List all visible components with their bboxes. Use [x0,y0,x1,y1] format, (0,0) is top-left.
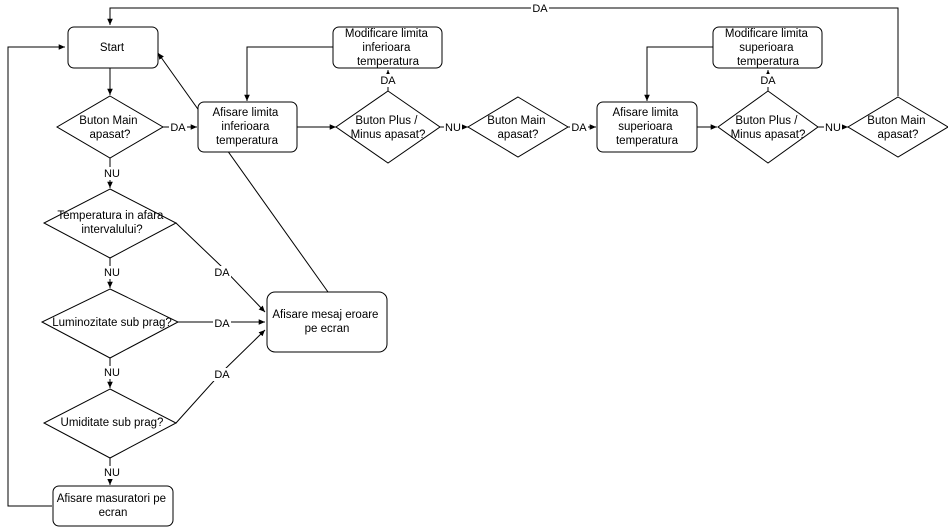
umid-da-label: DA [214,369,230,381]
lum-da-label: DA [214,318,230,330]
edge-labels: DA NU NU DA DA NU DA NU NU DA DA NU DA D… [103,2,842,479]
plus2-label: Buton Plus / Minus apasat? [731,115,806,141]
lim-inf-label: Afisare limita inferioara temperatura [212,107,281,147]
lim-sup-label: Afisare limita superioara temperatura [612,107,681,147]
afis-mas-label: Afisare masuratori pe ecran [57,493,170,519]
nodes [40,26,948,527]
mod-sup-label: Modificare limita superioara temperatura [725,28,811,68]
lum-node [40,288,180,359]
main3-label: Buton Main apasat? [867,115,928,141]
start-label: Start [100,42,125,54]
temp-label: Temperatura in afara intervalului? [57,210,166,236]
umid-node [42,388,178,459]
plus1-node [335,90,441,164]
temp-da-label: DA [214,267,230,279]
plus2-nu-label: NU [825,122,841,134]
temp-nu-label: NU [104,267,120,279]
edge-afis-start [7,44,65,507]
main2-label: Buton Main apasat? [487,115,548,141]
temp-node [42,188,178,259]
umid-nu-label: NU [104,467,120,479]
umid-label: Umiditate sub prag? [61,417,164,429]
main2-da-label: DA [571,122,587,134]
edge-modsup-limsup [644,46,713,101]
main2-node [467,96,569,158]
main1-da-label: DA [170,122,186,134]
mod-sup-node [712,26,823,69]
node-texts: Start Buton Main apasat? Temperatura in … [52,28,928,519]
plus1-nu-label: NU [445,122,461,134]
lim-sup-node [596,101,698,153]
main1-nu-label: NU [104,168,120,180]
eroare-label: Afisare mesaj eroare pe ecran [272,309,381,335]
main3-da-label: DA [532,3,548,15]
lum-label: Luminozitate sub prag? [52,317,172,329]
start-node [67,26,159,69]
plus1-da-label: DA [380,75,396,87]
edge-modinf-liminf [244,46,333,101]
plus2-da-label: DA [760,75,776,87]
eroare-node [266,291,388,353]
main3-node [847,96,948,158]
plus2-node [717,90,819,164]
plus1-label: Buton Plus / Minus apasat? [351,115,426,141]
edge-main3-start [107,7,899,96]
mod-inf-node [332,26,443,69]
lim-inf-node [197,101,298,153]
main1-node [56,95,164,159]
mod-inf-label: Modificare limita inferioara temperatura [345,28,431,68]
lum-nu-label: NU [104,367,120,379]
main1-label: Buton Main apasat? [79,115,140,141]
edge-eroare-start [157,52,329,293]
afis-mas-node [52,485,174,527]
